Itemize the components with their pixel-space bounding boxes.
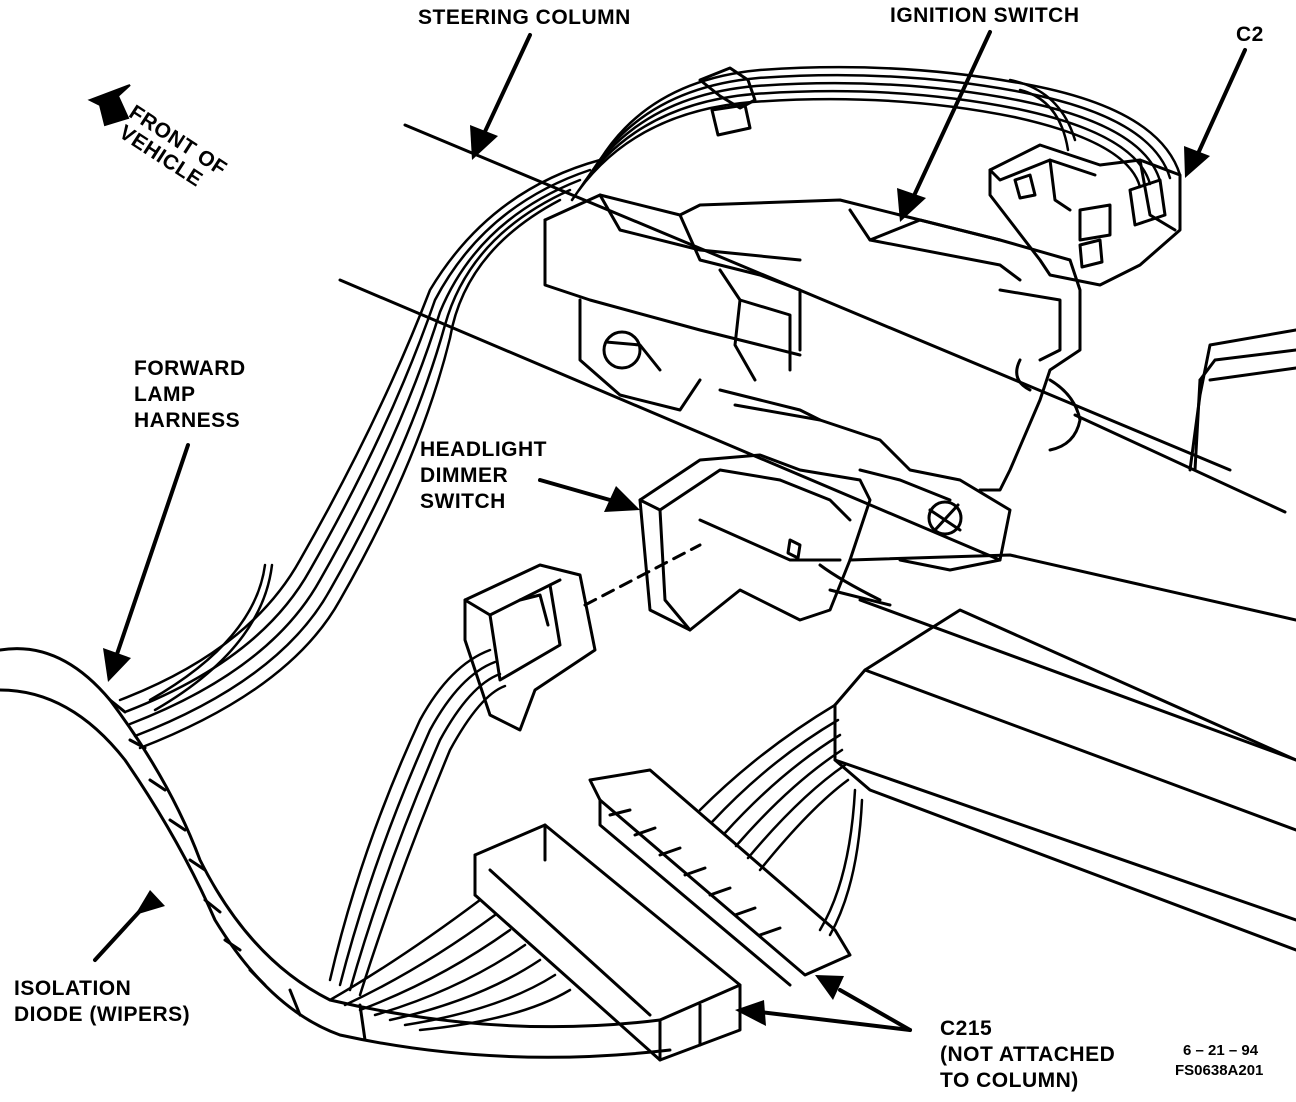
c215-wires (328, 898, 572, 1032)
right-component (1193, 348, 1296, 472)
figure-code: FS0638A201 (1175, 1062, 1264, 1079)
front-arrow-icon (87, 84, 131, 127)
headlight-dimmer-switch-label: HEADLIGHT DIMMER SWITCH (420, 437, 547, 515)
c215-label: C215 (NOT ATTACHED TO COLUMN) (940, 1016, 1115, 1094)
c215-line-3: TO COLUMN) (940, 1069, 1079, 1092)
ignition-switch-label: IGNITION SWITCH (890, 4, 1080, 27)
isolation-diode-line-2: DIODE (WIPERS) (14, 1003, 191, 1026)
main-harness-wrap (0, 647, 672, 1059)
dimmer-connector (463, 563, 597, 732)
c2-connector (988, 143, 1182, 287)
isolation-diode-label: ISOLATION DIODE (WIPERS) (14, 976, 190, 1028)
forward-lamp-harness-line-2: LAMP (134, 383, 196, 406)
alignment-dashed-line (583, 543, 702, 607)
forward-lamp-harness-label: FORWARD LAMP HARNESS (134, 356, 246, 434)
steering-column-label: STEERING COLUMN (418, 6, 631, 29)
c215-line-1: C215 (940, 1017, 993, 1040)
c2-label: C2 (1236, 23, 1264, 46)
arrowheads (103, 125, 1210, 1026)
headlight-dimmer-switch (638, 453, 892, 632)
forward-lamp-harness-line-3: HARNESS (134, 409, 241, 432)
upper-harness (570, 65, 1182, 202)
headlight-dimmer-line-3: SWITCH (420, 490, 506, 513)
dimmer-wires (328, 648, 507, 997)
column-wires (698, 703, 864, 937)
isolation-diode-line-1: ISOLATION (14, 977, 132, 1000)
c215-connector-half-a (473, 823, 742, 1062)
headlight-dimmer-line-2: DIMMER (420, 464, 509, 487)
harness-clip (698, 66, 757, 137)
ignition-switch-assembly (543, 193, 1082, 492)
headlight-dimmer-line-1: HEADLIGHT (420, 438, 547, 461)
leader-arrows (93, 30, 1247, 1032)
forward-lamp-harness-line-1: FORWARD (134, 357, 246, 380)
column-shroud (833, 608, 1296, 952)
forward-lamp-harness (118, 158, 602, 750)
c215-line-2: (NOT ATTACHED (940, 1043, 1116, 1066)
c215-connector-half-b (588, 768, 852, 987)
mounting-bracket (733, 403, 1012, 572)
date-code: 6 – 21 – 94 (1183, 1042, 1259, 1059)
